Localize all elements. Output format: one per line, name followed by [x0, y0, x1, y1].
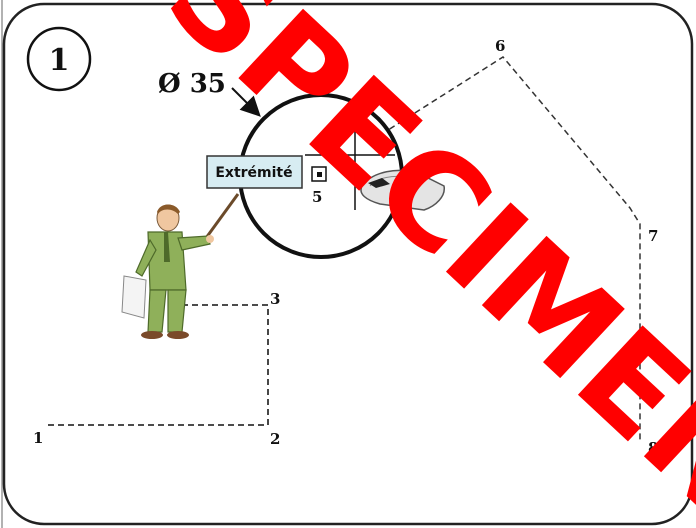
dashed-path-1-2-3: [48, 304, 269, 426]
endpoint-tag: Extrémité: [206, 155, 303, 189]
point-7-label: 7: [648, 227, 658, 245]
dashed-path-5-6-7-8: [321, 56, 641, 440]
step-number: 1: [49, 43, 70, 78]
point-8-label: 8: [648, 439, 658, 457]
endpoint-tag-text: Extrémité: [215, 165, 292, 181]
step-badge: 1: [26, 26, 92, 92]
point-5-label: 5: [312, 188, 322, 206]
diameter-label: Ø 35: [158, 69, 226, 99]
crosshair-cursor-icon: [305, 111, 395, 210]
point-2-label: 2: [270, 430, 280, 448]
teacher-pointer-figure: [121, 193, 240, 339]
point-3-label: 3: [270, 290, 280, 308]
point-6-label: 6: [495, 37, 505, 55]
computer-mouse-icon: [360, 169, 445, 211]
diameter-leader-arrow: [231, 87, 261, 117]
point-1-label: 1: [33, 429, 43, 447]
specimen-watermark: SPECIMEN: [139, 0, 696, 528]
